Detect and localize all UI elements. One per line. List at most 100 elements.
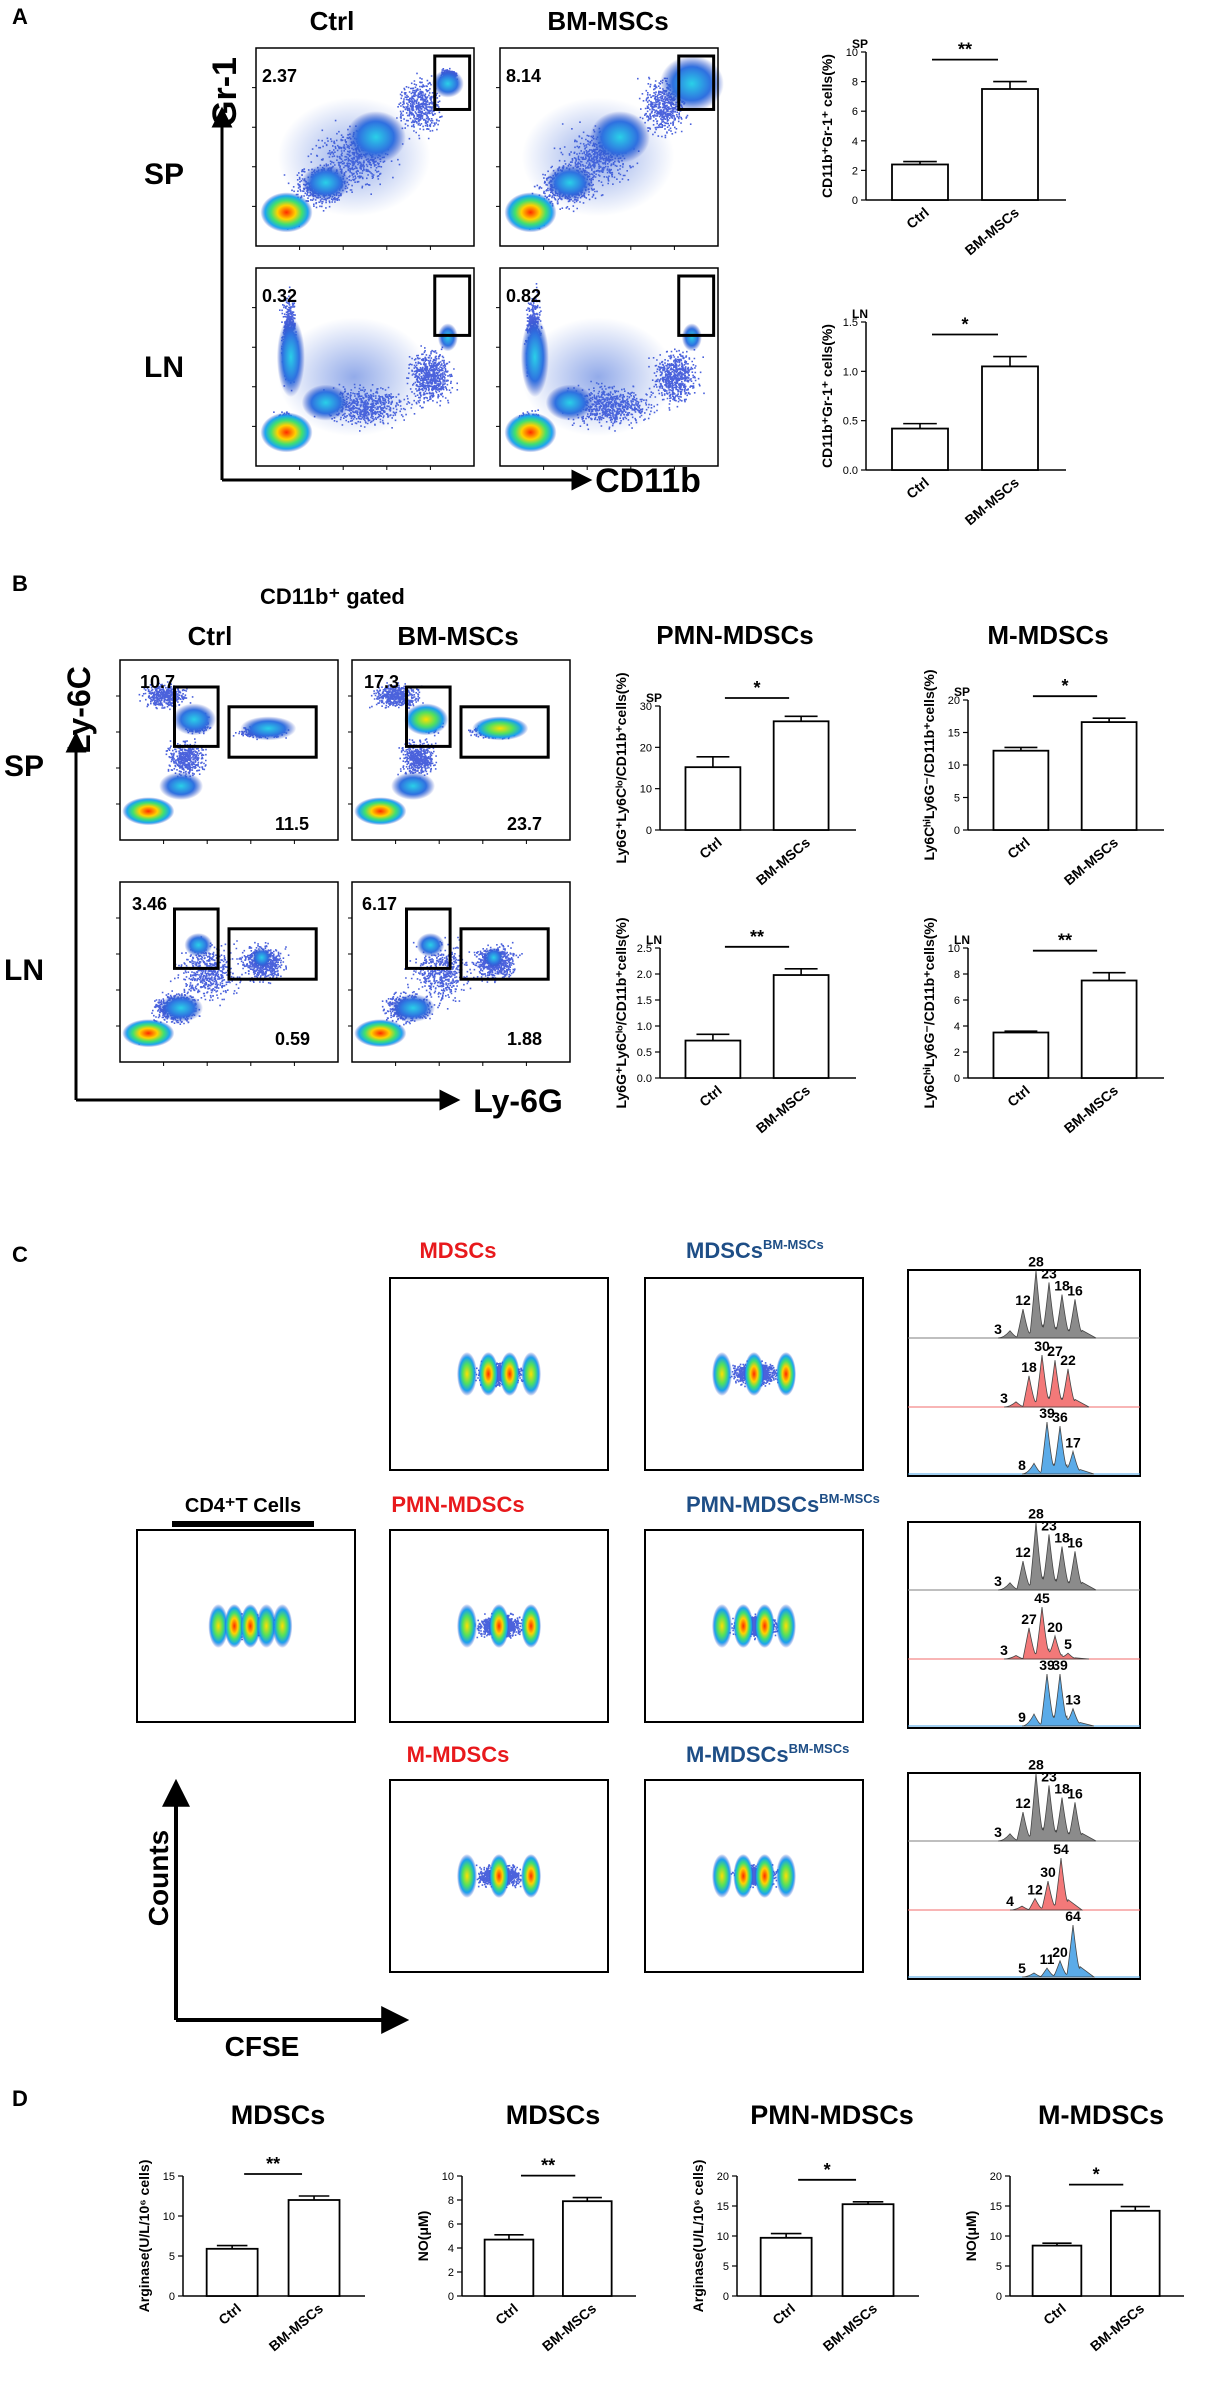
density-blob bbox=[301, 384, 350, 421]
x-tick-label: BM-MSCs bbox=[820, 2300, 880, 2354]
significance-marker: ** bbox=[1058, 931, 1072, 951]
density-blob bbox=[437, 323, 458, 352]
bar bbox=[992, 1031, 1050, 1079]
plot-frame bbox=[389, 1529, 609, 1723]
bar bbox=[483, 2238, 535, 2297]
y-tick-label: 15 bbox=[717, 2201, 729, 2213]
cfse-peak bbox=[776, 1352, 796, 1396]
gate-box bbox=[433, 274, 472, 337]
histogram-blue bbox=[1021, 1924, 1096, 1978]
gate-box-ly6c bbox=[405, 907, 452, 970]
chart-title: MDSCs bbox=[506, 2100, 601, 2130]
bar bbox=[981, 88, 1039, 201]
y-axis-label-counts: Counts bbox=[143, 1830, 174, 1926]
histogram-peak-label: 3 bbox=[1000, 1642, 1008, 1658]
density-blob bbox=[345, 111, 406, 164]
gating-header: CD11b⁺ gated bbox=[260, 584, 405, 609]
histogram-red bbox=[1003, 1354, 1090, 1408]
density-blob bbox=[659, 55, 724, 112]
y-tick-label: 1.0 bbox=[637, 1021, 652, 1033]
y-tick-label: 2 bbox=[852, 165, 858, 177]
cfse-peak bbox=[272, 1604, 293, 1648]
gate-box-ly6c bbox=[405, 685, 452, 748]
label-m-mdscs: M-MDSCs bbox=[407, 1742, 510, 1767]
y-axis-label-ly6c: Ly-6C bbox=[61, 666, 97, 754]
y-tick-label: 10 bbox=[948, 943, 960, 955]
bar bbox=[205, 2247, 259, 2297]
cfse-peak bbox=[733, 1604, 754, 1648]
y-tick-label: 2 bbox=[954, 1047, 960, 1059]
gate-value: 8.14 bbox=[506, 66, 541, 86]
bar bbox=[1110, 2209, 1161, 2297]
cfse-peak bbox=[754, 1854, 775, 1898]
histogram-red bbox=[1009, 1857, 1084, 1911]
x-tick-label: Ctrl bbox=[492, 2300, 521, 2328]
chart-title: MDSCs bbox=[231, 2100, 326, 2130]
histogram-peak-label: 28 bbox=[1028, 1505, 1044, 1521]
density-blob bbox=[681, 323, 702, 352]
density-blob bbox=[354, 797, 407, 826]
bar bbox=[562, 2200, 613, 2297]
histogram-frame bbox=[907, 1269, 1141, 1477]
plot-frame bbox=[644, 1779, 864, 1973]
density-blob bbox=[184, 933, 213, 957]
histogram-frame bbox=[907, 1772, 1141, 1980]
x-tick-label: BM-MSCs bbox=[753, 1082, 813, 1136]
y-tick-label: 30 bbox=[640, 701, 652, 713]
histogram-peak-label: 23 bbox=[1041, 1768, 1057, 1784]
panel-letter-d: D bbox=[12, 2086, 28, 2111]
histogram-peak-label: 20 bbox=[1047, 1619, 1063, 1635]
y-tick-label: 1.5 bbox=[637, 995, 652, 1007]
y-tick-label: 15 bbox=[948, 728, 960, 740]
y-axis-label: Ly6CʰⁱLy6G⁻/CD11b⁺cells(%) bbox=[921, 669, 937, 860]
density-blob bbox=[483, 947, 504, 968]
bar-title-m: M-MDSCs bbox=[987, 620, 1108, 650]
location-tag: LN bbox=[852, 307, 868, 321]
density-blob bbox=[172, 703, 217, 736]
histogram-peak-label: 18 bbox=[1054, 1278, 1070, 1294]
density-blob bbox=[122, 1019, 175, 1048]
density-blob bbox=[472, 716, 529, 741]
bar-chart-b-m-sp: 05101520Ly6CʰⁱLy6G⁻/CD11b⁺cells(%)SPCtrl… bbox=[921, 669, 1164, 888]
histogram-peak-label: 3 bbox=[1000, 1390, 1008, 1406]
label-mdscs: MDSCs bbox=[419, 1238, 496, 1263]
plot-ticks bbox=[348, 917, 527, 1066]
bar bbox=[981, 365, 1039, 471]
x-tick-label: Ctrl bbox=[696, 1082, 725, 1110]
label-pmn-mdscs-bm: PMN-MDSCsBM-MSCs bbox=[686, 1491, 880, 1517]
panel-letter-a: A bbox=[12, 4, 28, 29]
histogram-frame bbox=[907, 1521, 1141, 1729]
y-axis-label: Ly6G⁺Ly6Cˡᵒ/CD11b⁺cells(%) bbox=[613, 917, 629, 1108]
y-tick-label: 5 bbox=[996, 2261, 1002, 2273]
bar bbox=[891, 427, 949, 471]
histogram-peak-label: 5 bbox=[1018, 1960, 1026, 1976]
x-tick-label: BM-MSCs bbox=[962, 474, 1022, 528]
plot-frame bbox=[389, 1277, 609, 1471]
label-cd4-t-cells: CD4⁺T Cells bbox=[185, 1495, 301, 1517]
histogram-peak-label: 4 bbox=[1006, 1893, 1014, 1909]
histogram-peak-label: 28 bbox=[1028, 1756, 1044, 1772]
gate-value: 0.32 bbox=[262, 286, 297, 306]
row-label-ln: LN bbox=[4, 954, 44, 987]
gate-box-ly6c bbox=[173, 907, 220, 970]
histogram-peak-label: 16 bbox=[1067, 1785, 1083, 1801]
x-tick-label: Ctrl bbox=[769, 2300, 798, 2328]
label-pmn-mdscs: PMN-MDSCs bbox=[391, 1492, 524, 1517]
gate-value: 11.5 bbox=[275, 814, 309, 834]
plot-frame bbox=[644, 1277, 864, 1471]
chart-title: PMN-MDSCs bbox=[750, 2100, 914, 2130]
y-tick-label: 2.5 bbox=[637, 943, 652, 955]
histogram-peak-label: 64 bbox=[1065, 1908, 1081, 1924]
y-axis-label: Ly6G⁺Ly6Cˡᵒ/CD11b⁺cells(%) bbox=[613, 672, 629, 863]
cfse-peak bbox=[712, 1352, 732, 1396]
cfse-peak bbox=[457, 1604, 477, 1648]
y-tick-label: 5 bbox=[723, 2261, 729, 2273]
density-blob bbox=[159, 994, 204, 1022]
histogram-peak-label: 23 bbox=[1041, 1265, 1057, 1281]
gate-box bbox=[677, 274, 716, 337]
